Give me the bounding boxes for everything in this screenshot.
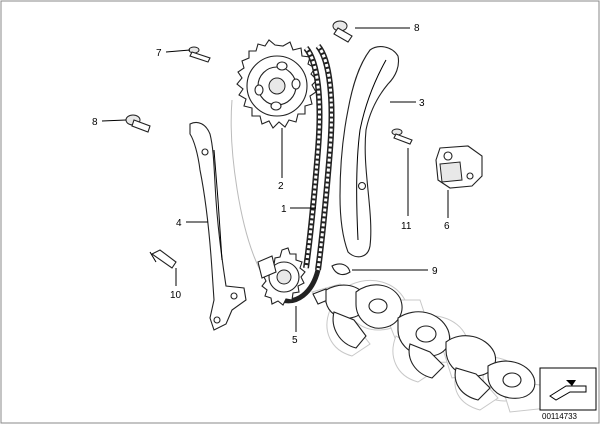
chain-tensioner — [435, 145, 483, 189]
callout-5: 5 — [292, 335, 298, 346]
part-number-stamp: 00114733 — [539, 367, 597, 421]
bolt-11 — [391, 128, 413, 145]
callout-labels: 7 8 8 3 2 1 4 11 6 9 10 5 — [92, 23, 450, 346]
direction-arrow-icon — [549, 380, 587, 401]
callout-8-upper: 8 — [414, 23, 420, 34]
callout-11: 11 — [401, 221, 412, 232]
bolt-8-upper — [332, 20, 353, 43]
crankshaft-sprocket — [257, 247, 306, 306]
leader-lines — [101, 27, 449, 332]
part-number: 00114733 — [542, 412, 578, 421]
callout-4: 4 — [176, 218, 182, 229]
callout-6: 6 — [444, 221, 450, 232]
tensioner-rail — [189, 121, 247, 331]
woodruff-key-9 — [331, 263, 351, 276]
callout-1: 1 — [281, 204, 287, 215]
camshaft-sprocket — [236, 39, 318, 129]
callout-9: 9 — [432, 266, 438, 277]
callout-7: 7 — [156, 48, 162, 59]
callout-2: 2 — [278, 181, 284, 192]
pin-10 — [149, 249, 177, 269]
crankshaft — [312, 284, 536, 401]
callout-3: 3 — [419, 98, 425, 109]
guide-rail — [339, 46, 400, 258]
callout-10: 10 — [170, 290, 182, 301]
bolt-8-left — [125, 114, 151, 133]
callout-8-left: 8 — [92, 117, 98, 128]
bolt-7 — [188, 46, 211, 63]
